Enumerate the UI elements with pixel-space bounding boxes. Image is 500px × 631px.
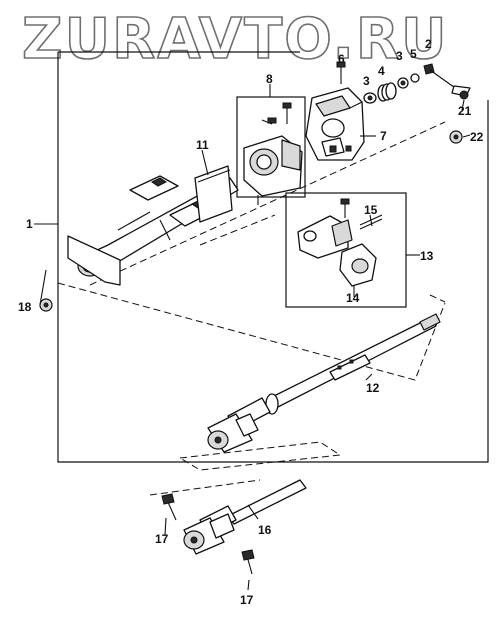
lock-housing bbox=[305, 87, 365, 161]
callout-3b: 3 bbox=[396, 49, 403, 63]
callout-17a: 17 bbox=[155, 532, 169, 546]
ignition-switch-assembly bbox=[297, 198, 383, 287]
callout-17b: 17 bbox=[240, 593, 254, 607]
callout-1: 1 bbox=[26, 217, 33, 231]
callout-3a: 3 bbox=[363, 74, 370, 88]
callout-12: 12 bbox=[366, 381, 380, 395]
callout-14: 14 bbox=[346, 291, 360, 305]
callout-6: 6 bbox=[338, 52, 345, 66]
callout-8: 8 bbox=[266, 72, 273, 86]
group-box-8 bbox=[236, 96, 306, 198]
tilt-bracket-assembly bbox=[243, 102, 303, 205]
callout-22: 22 bbox=[470, 130, 484, 144]
spring-and-washers bbox=[39, 61, 471, 312]
leader-lines bbox=[34, 84, 471, 591]
callout-5: 5 bbox=[410, 47, 417, 61]
callout-21: 21 bbox=[458, 104, 472, 118]
callout-labels: 1 2 3 3 4 5 6 7 8 11 12 13 14 15 16 17 1… bbox=[18, 37, 484, 607]
callout-7: 7 bbox=[380, 129, 387, 143]
group-box-13 bbox=[285, 192, 407, 308]
callout-2: 2 bbox=[425, 37, 432, 51]
callout-11: 11 bbox=[196, 138, 209, 152]
watermark: ZURAVTO.RU bbox=[22, 7, 449, 72]
reference-planes bbox=[57, 121, 446, 496]
callout-18: 18 bbox=[18, 300, 32, 314]
callout-13: 13 bbox=[420, 249, 434, 263]
lower-shaft bbox=[161, 479, 307, 575]
intermediate-shaft bbox=[207, 313, 441, 453]
steering-column-tube bbox=[67, 165, 239, 286]
callout-15: 15 bbox=[364, 203, 378, 217]
callout-4: 4 bbox=[378, 64, 385, 78]
callout-16: 16 bbox=[258, 523, 272, 537]
